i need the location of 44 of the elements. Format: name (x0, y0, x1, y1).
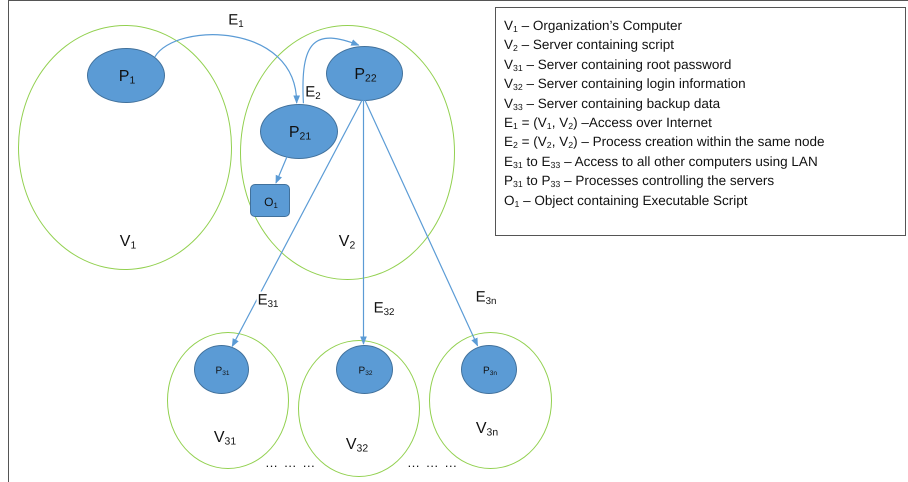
process-ellipse (336, 345, 393, 394)
computer-ellipse (167, 332, 289, 469)
edge-label: E$_{1}$ (227, 12, 245, 28)
arrow (232, 100, 363, 348)
computer-ellipse (298, 340, 420, 477)
key-text: V$_{33}$ – Server containing backup data (504, 94, 722, 114)
computer-ellipse (429, 332, 552, 469)
node-label: P$_{32}$ (358, 365, 372, 376)
node-label: V$_{1}$ (120, 233, 136, 251)
key-text: E$_{2}$ = (V$_{2}$, V$_{2}$) – Process creation within the same node (504, 133, 824, 152)
edge-label: E$_{3n}$ (474, 288, 498, 306)
object-box (250, 184, 290, 217)
computer-ellipse (18, 25, 232, 270)
arrow (364, 100, 478, 347)
key-text: O$_{1}$ – Object containing Executable Script (504, 192, 749, 210)
process-ellipse (194, 345, 249, 394)
node-label: P$_{22}$ (354, 66, 377, 84)
edge-label: E$_{31}$ (256, 292, 280, 308)
key-text: E$_{31}$ to E$_{33}$ – Access to all other computers using LAN (504, 152, 819, 172)
node-label: P$_{31}$ (216, 365, 230, 376)
ellipsis-text: … … … (265, 455, 316, 470)
key-text: V$_{2}$ – Server containing script (504, 36, 675, 55)
ellipsis-text: … … … (407, 455, 458, 470)
key-text: V$_{31}$ – Server containing root password (504, 56, 732, 74)
node-label: P$_{21}$ (288, 124, 312, 142)
node-label: V$_{32}$ (346, 436, 368, 454)
edge-label: E$_{32}$ (372, 300, 396, 316)
key-text: E$_{1}$ = (V$_{1}$, V$_{2}$) –Access over Internet (504, 114, 713, 132)
arrow (302, 38, 360, 104)
key-box (495, 7, 906, 236)
key-text: V$_{1}$ – Organization’s Computer (504, 17, 683, 36)
node-label: O$_{1}$ (264, 194, 278, 208)
key-text: P$_{31}$ to P$_{33}$ – Processes controlling the servers (504, 172, 776, 191)
key-text: V$_{32}$ – Server containing login information (504, 75, 747, 94)
node-label: P$_{1}$ (118, 68, 136, 86)
edge-label: E$_{2}$ (304, 84, 322, 100)
arrow (275, 156, 288, 184)
computer-ellipse (240, 25, 455, 280)
arrow (360, 100, 367, 345)
node-label: V$_{31}$ (214, 429, 236, 447)
node-label: V$_{2}$ (338, 233, 356, 251)
arrow (154, 34, 300, 104)
node-label: V$_{3n}$ (476, 420, 498, 438)
node-label: P$_{3n}$ (483, 365, 497, 376)
